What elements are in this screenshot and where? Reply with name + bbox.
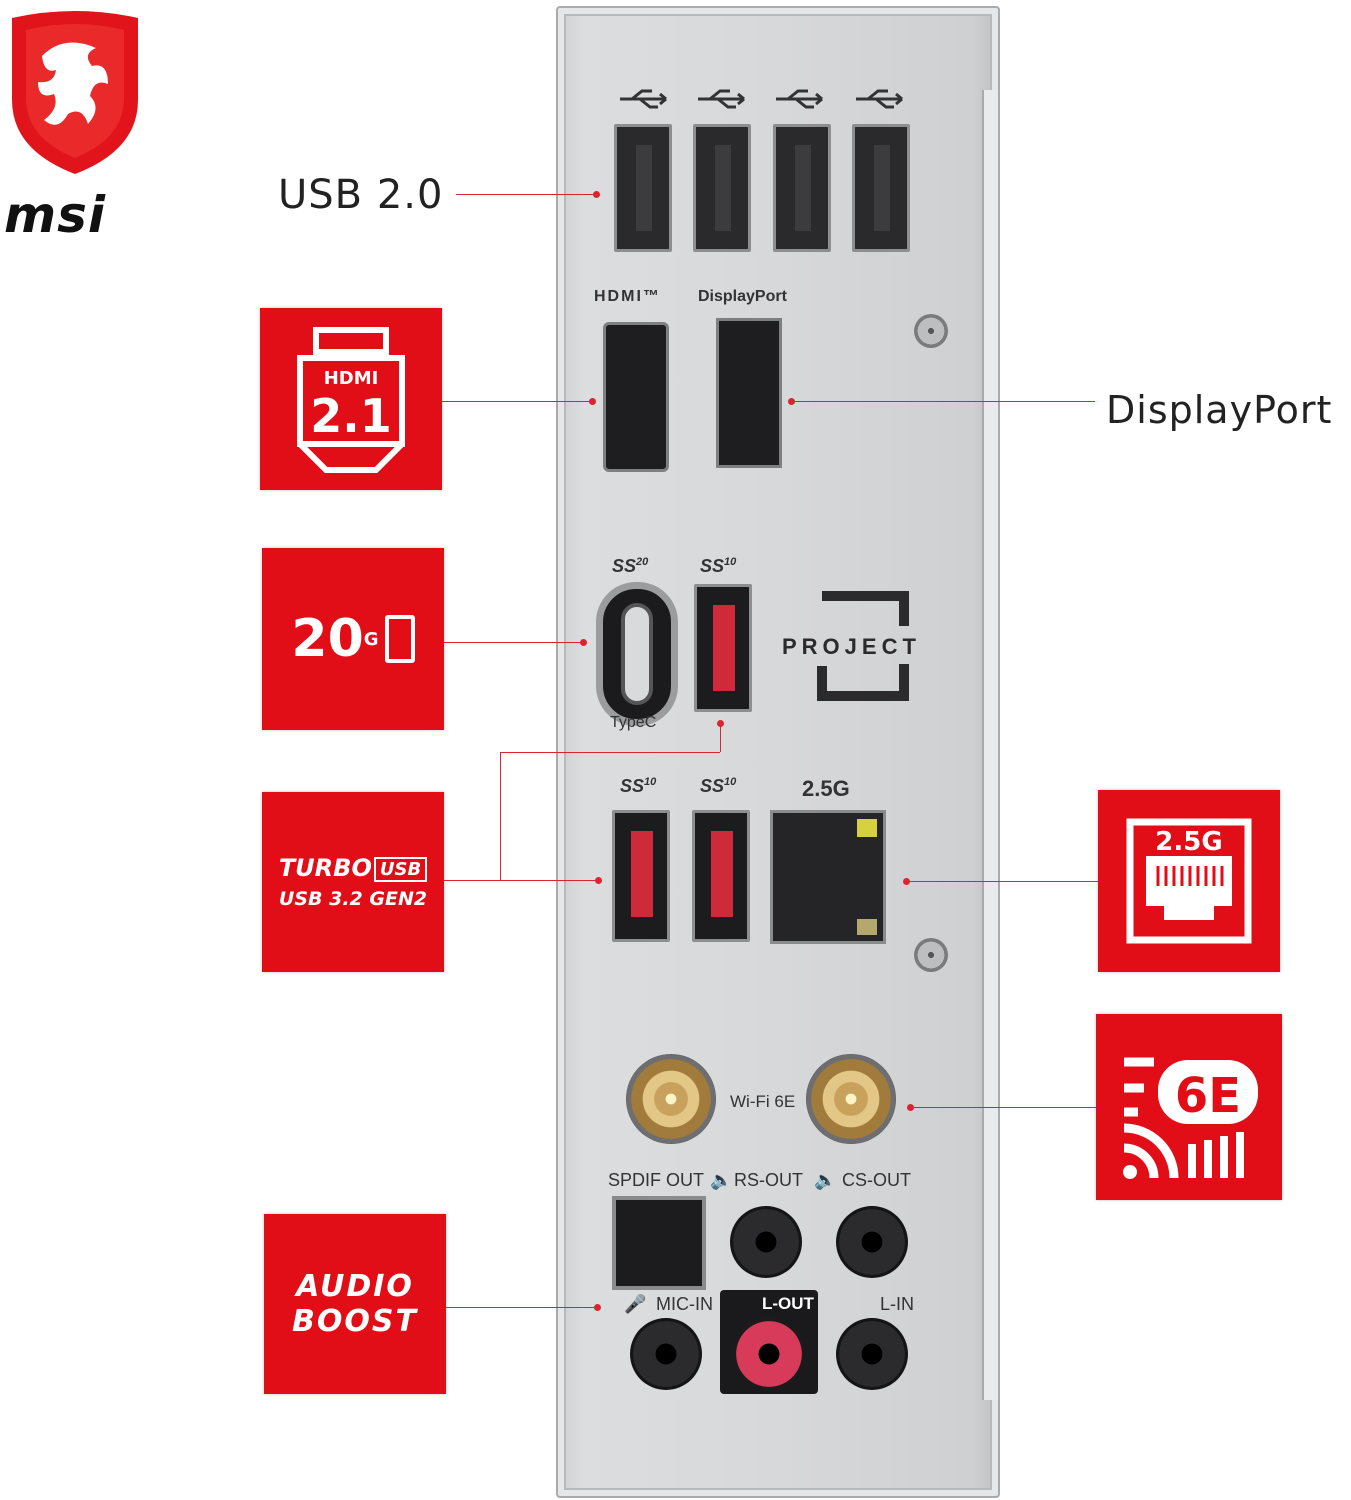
turbo-callout-branch-h bbox=[500, 752, 720, 753]
turbo-callout-branch-v bbox=[500, 752, 501, 880]
cs-out-jack bbox=[836, 1206, 908, 1278]
turbo-tile-line3: USB 3.2 GEN2 bbox=[278, 888, 428, 910]
project-zero-label: PROJECT bbox=[782, 634, 921, 659]
rs-out-plate-label: RS-OUT bbox=[734, 1170, 803, 1190]
wifi-tile-gen: 6E bbox=[1175, 1068, 1241, 1124]
displayport-plate-label: DisplayPort bbox=[698, 288, 787, 305]
typec-callout-dot bbox=[580, 639, 587, 646]
msi-dragon-shield-logo bbox=[12, 11, 138, 174]
usb2-port-4 bbox=[852, 124, 910, 252]
usb10g-ss-label-1: SS10 bbox=[620, 776, 657, 796]
usb20g-tile-value: 20 bbox=[291, 609, 364, 669]
usb10g-ss-label-top: SS10 bbox=[700, 556, 737, 576]
mic-in-plate-label: MIC-IN bbox=[656, 1294, 713, 1314]
usb-icon bbox=[776, 89, 823, 109]
hdmi-21-tile: HDMI 2.1 bbox=[260, 308, 442, 490]
turbo-callout-branch-up bbox=[720, 722, 721, 752]
usb10g-ss-label-2: SS10 bbox=[700, 776, 737, 796]
plate-side-rail bbox=[982, 90, 998, 1400]
wifi-callout-line bbox=[914, 1107, 1096, 1108]
displayport-callout-label: DisplayPort bbox=[1106, 388, 1333, 432]
audio-boost-tile: AUDIO BOOST bbox=[264, 1214, 446, 1394]
audio-callout-line bbox=[446, 1307, 596, 1308]
wifi-antenna-connector-1 bbox=[626, 1054, 716, 1144]
spdif-optical-port bbox=[612, 1196, 706, 1290]
usb20-callout-dot bbox=[593, 191, 600, 198]
turbo-tile-line2: USB bbox=[373, 857, 428, 882]
hdmi-tile-brand: HDMI bbox=[324, 368, 379, 389]
usb20g-tile-unit: G bbox=[363, 628, 379, 650]
usb-icon bbox=[856, 89, 903, 109]
wifi-signal-icon: 6E bbox=[1123, 1057, 1258, 1179]
usb32-gen2-port-2 bbox=[692, 810, 750, 942]
spdif-plate-label: SPDIF OUT bbox=[608, 1170, 705, 1190]
usb20-callout-label: USB 2.0 bbox=[278, 172, 444, 218]
typec-callout-line bbox=[444, 642, 582, 643]
hdmi-plate-label: HDMI™ bbox=[594, 288, 661, 305]
displayport-callout-line bbox=[795, 401, 1095, 402]
msi-wordmark: msi bbox=[4, 186, 106, 244]
displayport-callout-dot bbox=[788, 398, 795, 405]
usb-icon bbox=[620, 89, 667, 109]
usb32-gen2-port-top bbox=[694, 584, 752, 712]
audio-tile-line2: BOOST bbox=[292, 1304, 418, 1339]
hdmi-connector-icon: HDMI 2.1 bbox=[297, 327, 405, 473]
wifi-6e-tile: 6E bbox=[1096, 1014, 1282, 1200]
lan-25g-tile: 2.5G bbox=[1098, 790, 1280, 972]
project-zero-logo bbox=[817, 591, 909, 701]
hdmi-callout-dot bbox=[589, 398, 596, 405]
audio-tile-line1: AUDIO bbox=[296, 1269, 414, 1304]
microphone-icon: 🎤 bbox=[624, 1294, 647, 1314]
rs-out-jack bbox=[730, 1206, 802, 1278]
usb-c-plug-icon bbox=[384, 615, 415, 663]
wifi-antenna-connector-2 bbox=[806, 1054, 896, 1144]
lan-callout-line bbox=[910, 881, 1098, 882]
usb20-callout-line bbox=[456, 194, 596, 195]
usb20g-ss-label: SS20 bbox=[612, 556, 649, 576]
usb32-gen2-port-1 bbox=[612, 810, 670, 942]
plate-screw-bottom bbox=[914, 938, 948, 972]
usb2-port-3 bbox=[773, 124, 831, 252]
l-in-plate-label: L-IN bbox=[880, 1294, 915, 1314]
turbo-callout-dot-top bbox=[717, 720, 724, 727]
usb-icon bbox=[698, 89, 745, 109]
usb2-port-1 bbox=[614, 124, 672, 252]
usb2-port-2 bbox=[693, 124, 751, 252]
lan-rj45-port bbox=[770, 810, 886, 944]
l-out-jack bbox=[733, 1318, 805, 1390]
wifi-plate-label: Wi-Fi 6E bbox=[730, 1092, 796, 1111]
plate-screw-top bbox=[914, 314, 948, 348]
hdmi-port bbox=[603, 322, 669, 472]
hdmi-tile-version: 2.1 bbox=[310, 389, 392, 443]
mic-in-jack bbox=[630, 1318, 702, 1390]
usb-20g-tile: 20 G bbox=[262, 548, 444, 730]
turbo-callout-line bbox=[444, 880, 598, 881]
lan-callout-dot bbox=[903, 878, 910, 885]
turbo-usb-tile: TURBO USB USB 3.2 GEN2 bbox=[262, 792, 444, 972]
cs-out-plate-label: CS-OUT bbox=[842, 1170, 911, 1190]
typec-plate-label: TypeC bbox=[610, 714, 657, 731]
hdmi-callout-line bbox=[442, 401, 592, 402]
displayport-port bbox=[716, 318, 782, 468]
ethernet-port-icon: 2.5G bbox=[1126, 818, 1252, 944]
l-in-jack bbox=[836, 1318, 908, 1390]
lan-tile-speed: 2.5G bbox=[1155, 827, 1222, 857]
turbo-tile-line1: TURBO bbox=[278, 854, 372, 882]
lan-plate-label: 2.5G bbox=[802, 776, 850, 801]
audio-callout-dot bbox=[594, 1304, 601, 1311]
speaker-icon: 🔈 bbox=[814, 1170, 837, 1190]
usb-typec-port bbox=[596, 582, 678, 726]
wifi-callout-dot bbox=[907, 1104, 914, 1111]
turbo-callout-dot bbox=[595, 877, 602, 884]
speaker-icon: 🔈 bbox=[710, 1170, 733, 1190]
l-out-plate-label: L-OUT bbox=[762, 1294, 814, 1313]
